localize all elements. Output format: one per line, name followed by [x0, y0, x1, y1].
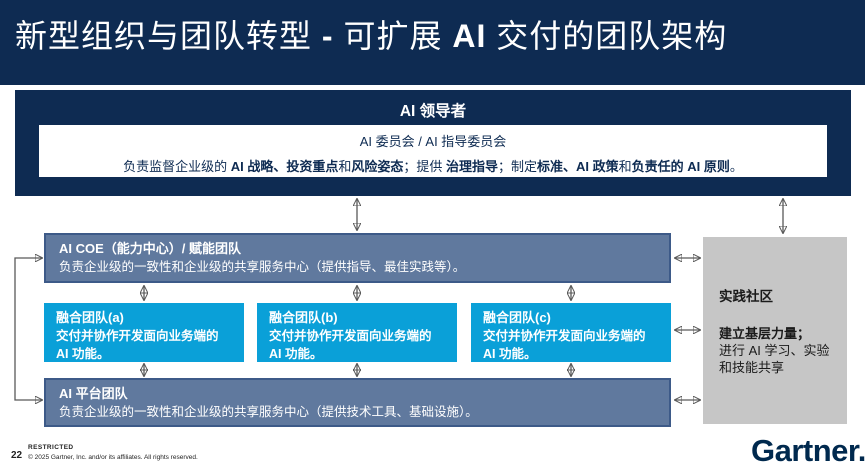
fusion-team-a-title: 融合团队(a) [56, 310, 124, 325]
gartner-logo: Gartner. [751, 433, 865, 468]
ai-leader-box: AI 领导者 AI 委员会 / AI 指导委员会 负责监督企业级的 AI 战略、… [15, 90, 851, 196]
fusion-team-a-box: 融合团队(a) 交付并协作开发面向业务端的 AI 功能。 [44, 303, 244, 362]
ai-platform-team-title: AI 平台团队 [59, 386, 128, 401]
ai-platform-team-description: 负责企业级的一致性和企业级的共享服务中心（提供技术工具、基础设施）。 [59, 405, 478, 419]
ai-coe-title: AI COE（能力中心）/ 赋能团队 [59, 241, 242, 256]
community-line2: 进行 AI 学习、实验和技能共享 [719, 343, 830, 375]
fusion-team-c-title: 融合团队(c) [483, 310, 551, 325]
slide-title: 新型组织与团队转型 - 可扩展 AI 交付的团队架构 [15, 18, 728, 54]
page-number: 22 [11, 450, 23, 461]
community-line1: 建立基层力量； [719, 326, 811, 341]
community-title: 实践社区 [719, 289, 773, 304]
slide-title-bar: 新型组织与团队转型 - 可扩展 AI 交付的团队架构 [0, 0, 865, 85]
ai-committee-description: 负责监督企业级的 AI 战略、投资重点和风险姿态；提供 治理指导；制定标准、AI… [123, 159, 743, 174]
restricted-label: RESTRICTED [28, 444, 74, 451]
fusion-team-c-description: 交付并协作开发面向业务端的 AI 功能。 [483, 329, 646, 361]
ai-platform-team-box: AI 平台团队 负责企业级的一致性和企业级的共享服务中心（提供技术工具、基础设施… [44, 378, 671, 427]
ai-committee-title: AI 委员会 / AI 指导委员会 [359, 134, 507, 149]
ai-committee-box: AI 委员会 / AI 指导委员会 负责监督企业级的 AI 战略、投资重点和风险… [39, 125, 827, 177]
ai-coe-description: 负责企业级的一致性和企业级的共享服务中心（提供指导、最佳实践等）。 [59, 260, 466, 274]
fusion-team-c-box: 融合团队(c) 交付并协作开发面向业务端的 AI 功能。 [471, 303, 671, 362]
fusion-team-b-title: 融合团队(b) [269, 310, 338, 325]
bracket-coe-platform [14, 258, 42, 400]
community-of-practice-box: 实践社区 建立基层力量； 进行 AI 学习、实验和技能共享 [703, 237, 847, 424]
fusion-team-a-description: 交付并协作开发面向业务端的 AI 功能。 [56, 329, 219, 361]
fusion-team-b-description: 交付并协作开发面向业务端的 AI 功能。 [269, 329, 432, 361]
ai-leader-title: AI 领导者 [399, 103, 467, 120]
copyright-text: © 2025 Gartner, Inc. and/or its affiliat… [28, 454, 198, 461]
fusion-team-b-box: 融合团队(b) 交付并协作开发面向业务端的 AI 功能。 [257, 303, 457, 362]
ai-coe-box: AI COE（能力中心）/ 赋能团队 负责企业级的一致性和企业级的共享服务中心（… [44, 233, 671, 283]
